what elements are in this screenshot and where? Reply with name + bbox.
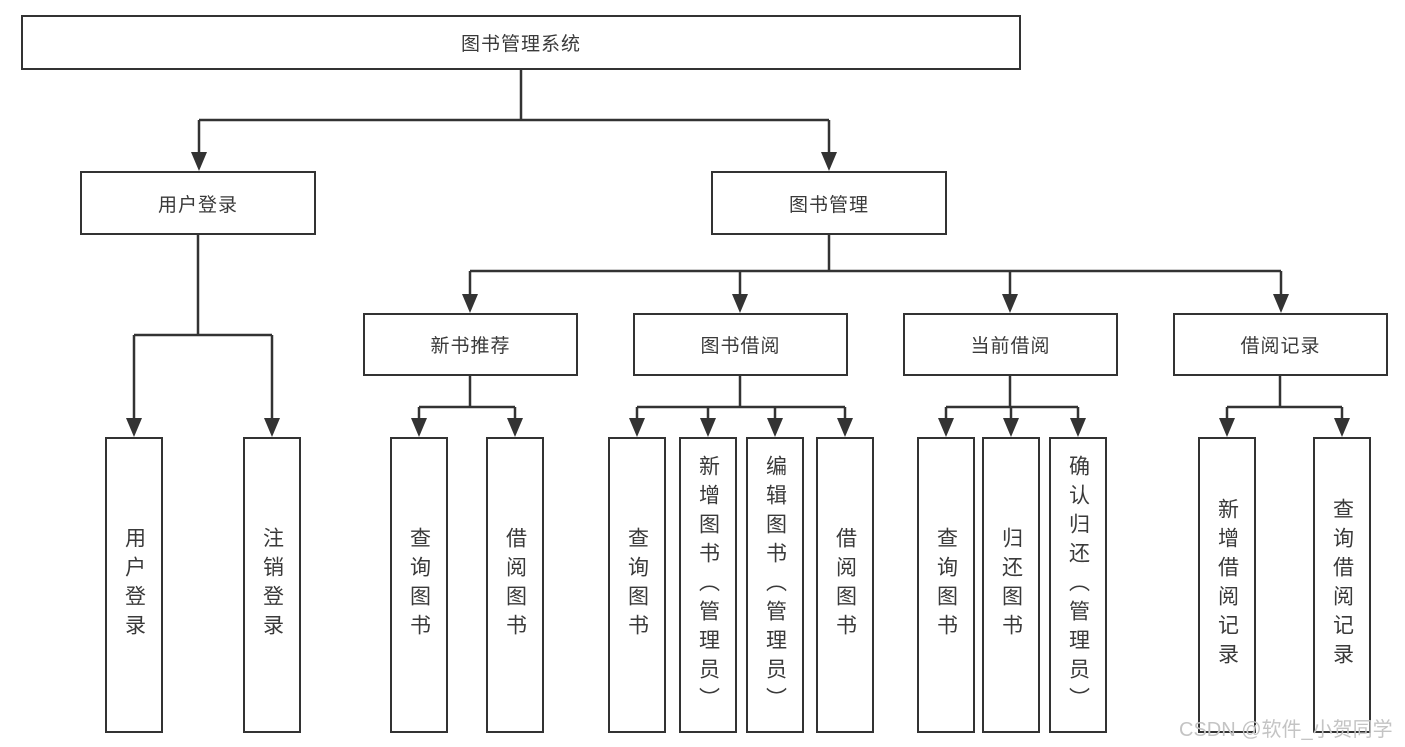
leaf-add-borrow-record-label: 新增借阅记录 [1215,498,1239,672]
node-book-borrow: 图书借阅 [633,313,848,376]
leaf-borrow-books-2: 借阅图书 [816,437,874,733]
leaf-query-borrow-record: 查询借阅记录 [1313,437,1371,733]
node-user-login: 用户登录 [80,171,316,235]
leaf-user-login-label: 用户登录 [122,527,146,643]
node-new-book-recommend-label: 新书推荐 [430,336,511,357]
node-book-management: 图书管理 [711,171,947,235]
leaf-borrow-books-1: 借阅图书 [486,437,544,733]
leaf-query-books-3: 查询图书 [917,437,975,733]
leaf-borrow-books-1-label: 借阅图书 [503,527,527,643]
leaf-edit-books-admin: 编辑图书（管理员） [746,437,804,733]
node-user-login-label: 用户登录 [157,194,238,216]
leaf-user-login: 用户登录 [105,437,163,733]
node-borrow-records: 借阅记录 [1173,313,1388,376]
node-root-label: 图书管理系统 [460,34,581,55]
node-current-borrow-label: 当前借阅 [970,336,1051,357]
leaf-return-books: 归还图书 [982,437,1040,733]
leaf-query-books-2-label: 查询图书 [625,527,649,643]
leaf-return-books-label: 归还图书 [999,527,1023,643]
csdn-watermark: CSDN @软件_小贺同学 [1179,719,1393,741]
leaf-confirm-return-admin-label: 确认归还（管理员） [1066,454,1090,716]
leaf-add-books-admin-label: 新增图书（管理员） [696,454,720,716]
leaf-logout-label: 注销登录 [260,527,284,643]
connector-paths [132,70,1344,420]
leaf-query-books-2: 查询图书 [608,437,666,733]
leaf-add-books-admin: 新增图书（管理员） [679,437,737,733]
leaf-edit-books-admin-label: 编辑图书（管理员） [763,454,787,716]
leaf-confirm-return-admin: 确认归还（管理员） [1049,437,1107,733]
node-new-book-recommend: 新书推荐 [363,313,578,376]
arrowheads [126,152,1350,437]
leaf-query-borrow-record-label: 查询借阅记录 [1330,498,1354,672]
node-book-borrow-label: 图书借阅 [700,336,781,357]
leaf-add-borrow-record: 新增借阅记录 [1198,437,1256,733]
leaf-query-books-3-label: 查询图书 [934,527,958,643]
leaf-borrow-books-2-label: 借阅图书 [833,527,857,643]
leaf-logout: 注销登录 [243,437,301,733]
node-current-borrow: 当前借阅 [903,313,1118,376]
leaf-query-books-1: 查询图书 [390,437,448,733]
node-root: 图书管理系统 [21,15,1021,70]
leaf-query-books-1-label: 查询图书 [407,527,431,643]
node-borrow-records-label: 借阅记录 [1240,336,1321,357]
node-book-management-label: 图书管理 [788,194,869,216]
